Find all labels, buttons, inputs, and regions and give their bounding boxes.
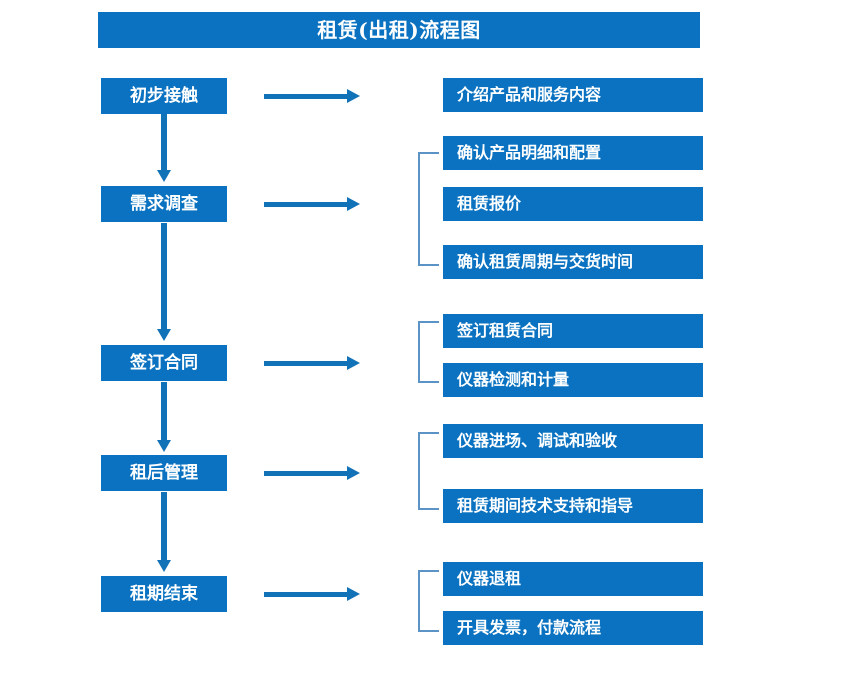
stage-box-sign-contract[interactable]: 签订合同 bbox=[101, 345, 227, 381]
detail-box-technical-support[interactable]: 租赁期间技术支持和指导 bbox=[443, 489, 703, 523]
diagram-title-bar: 租赁(出租)流程图 bbox=[98, 12, 700, 48]
detail-label: 签订租赁合同 bbox=[457, 321, 554, 340]
arrow-head bbox=[347, 356, 360, 370]
stage-label-requirements-survey: 需求调查 bbox=[130, 193, 198, 214]
arrow-head bbox=[157, 560, 171, 572]
bracket-post-rental-management bbox=[418, 432, 439, 510]
arrow-head bbox=[347, 587, 360, 601]
arrow-shaft bbox=[161, 492, 167, 560]
detail-label: 确认租赁周期与交货时间 bbox=[457, 252, 634, 271]
diagram-title-text: 租赁(出租)流程图 bbox=[317, 18, 481, 42]
detail-box-instrument-return[interactable]: 仪器退租 bbox=[443, 562, 703, 596]
arrow-lease-end-icon bbox=[264, 587, 360, 601]
stage-box-requirements-survey[interactable]: 需求调查 bbox=[101, 186, 227, 222]
arrow-sign-contract-icon bbox=[264, 356, 360, 370]
arrow-contract-to-management-icon bbox=[157, 382, 171, 452]
stage-box-lease-end[interactable]: 租期结束 bbox=[101, 576, 227, 612]
bracket-lease-end bbox=[418, 570, 439, 632]
arrow-management-to-leaseend-icon bbox=[157, 492, 171, 572]
detail-label: 仪器进场、调试和验收 bbox=[457, 431, 618, 450]
stage-label-initial-contact: 初步接触 bbox=[130, 85, 198, 106]
arrow-shaft bbox=[264, 202, 348, 207]
detail-box-invoice-payment[interactable]: 开具发票，付款流程 bbox=[443, 611, 703, 645]
detail-label: 开具发票，付款流程 bbox=[457, 618, 602, 637]
stage-box-initial-contact[interactable]: 初步接触 bbox=[101, 78, 227, 114]
arrow-head bbox=[157, 329, 171, 341]
arrow-head bbox=[157, 170, 171, 182]
arrow-head bbox=[347, 466, 360, 480]
arrow-shaft bbox=[161, 114, 167, 170]
detail-box-instrument-inspection[interactable]: 仪器检测和计量 bbox=[443, 363, 703, 397]
arrow-requirements-to-contract-icon bbox=[157, 223, 171, 341]
bracket-sign-contract bbox=[418, 321, 439, 383]
detail-box-confirm-product-spec[interactable]: 确认产品明细和配置 bbox=[443, 136, 703, 170]
arrow-head bbox=[347, 197, 360, 211]
stage-label-sign-contract: 签订合同 bbox=[130, 352, 198, 373]
stage-label-post-rental-management: 租后管理 bbox=[130, 462, 198, 483]
arrow-shaft bbox=[264, 592, 348, 597]
detail-box-rental-quote[interactable]: 租赁报价 bbox=[443, 187, 703, 221]
detail-box-introduce-products[interactable]: 介绍产品和服务内容 bbox=[443, 78, 703, 112]
detail-label: 仪器退租 bbox=[457, 569, 522, 588]
arrow-requirements-survey-icon bbox=[264, 197, 360, 211]
detail-label: 租赁期间技术支持和指导 bbox=[457, 496, 634, 515]
detail-label: 租赁报价 bbox=[457, 194, 522, 213]
arrow-head bbox=[347, 89, 360, 103]
stage-label-lease-end: 租期结束 bbox=[130, 583, 198, 604]
arrow-head bbox=[157, 440, 171, 452]
arrow-shaft bbox=[161, 223, 167, 329]
arrow-initial-to-requirements-icon bbox=[157, 114, 171, 182]
detail-label: 确认产品明细和配置 bbox=[457, 143, 602, 162]
arrow-shaft bbox=[264, 471, 348, 476]
detail-label: 仪器检测和计量 bbox=[457, 370, 570, 389]
detail-box-instrument-arrival[interactable]: 仪器进场、调试和验收 bbox=[443, 424, 703, 458]
detail-label: 介绍产品和服务内容 bbox=[457, 85, 602, 104]
arrow-initial-contact-icon bbox=[264, 89, 360, 103]
arrow-shaft bbox=[264, 361, 348, 366]
arrow-shaft bbox=[264, 94, 348, 99]
stage-box-post-rental-management[interactable]: 租后管理 bbox=[101, 455, 227, 491]
arrow-post-rental-management-icon bbox=[264, 466, 360, 480]
arrow-shaft bbox=[161, 382, 167, 440]
bracket-requirements-survey bbox=[418, 152, 439, 266]
detail-box-confirm-lease-period[interactable]: 确认租赁周期与交货时间 bbox=[443, 245, 703, 279]
detail-box-sign-lease-contract[interactable]: 签订租赁合同 bbox=[443, 314, 703, 348]
